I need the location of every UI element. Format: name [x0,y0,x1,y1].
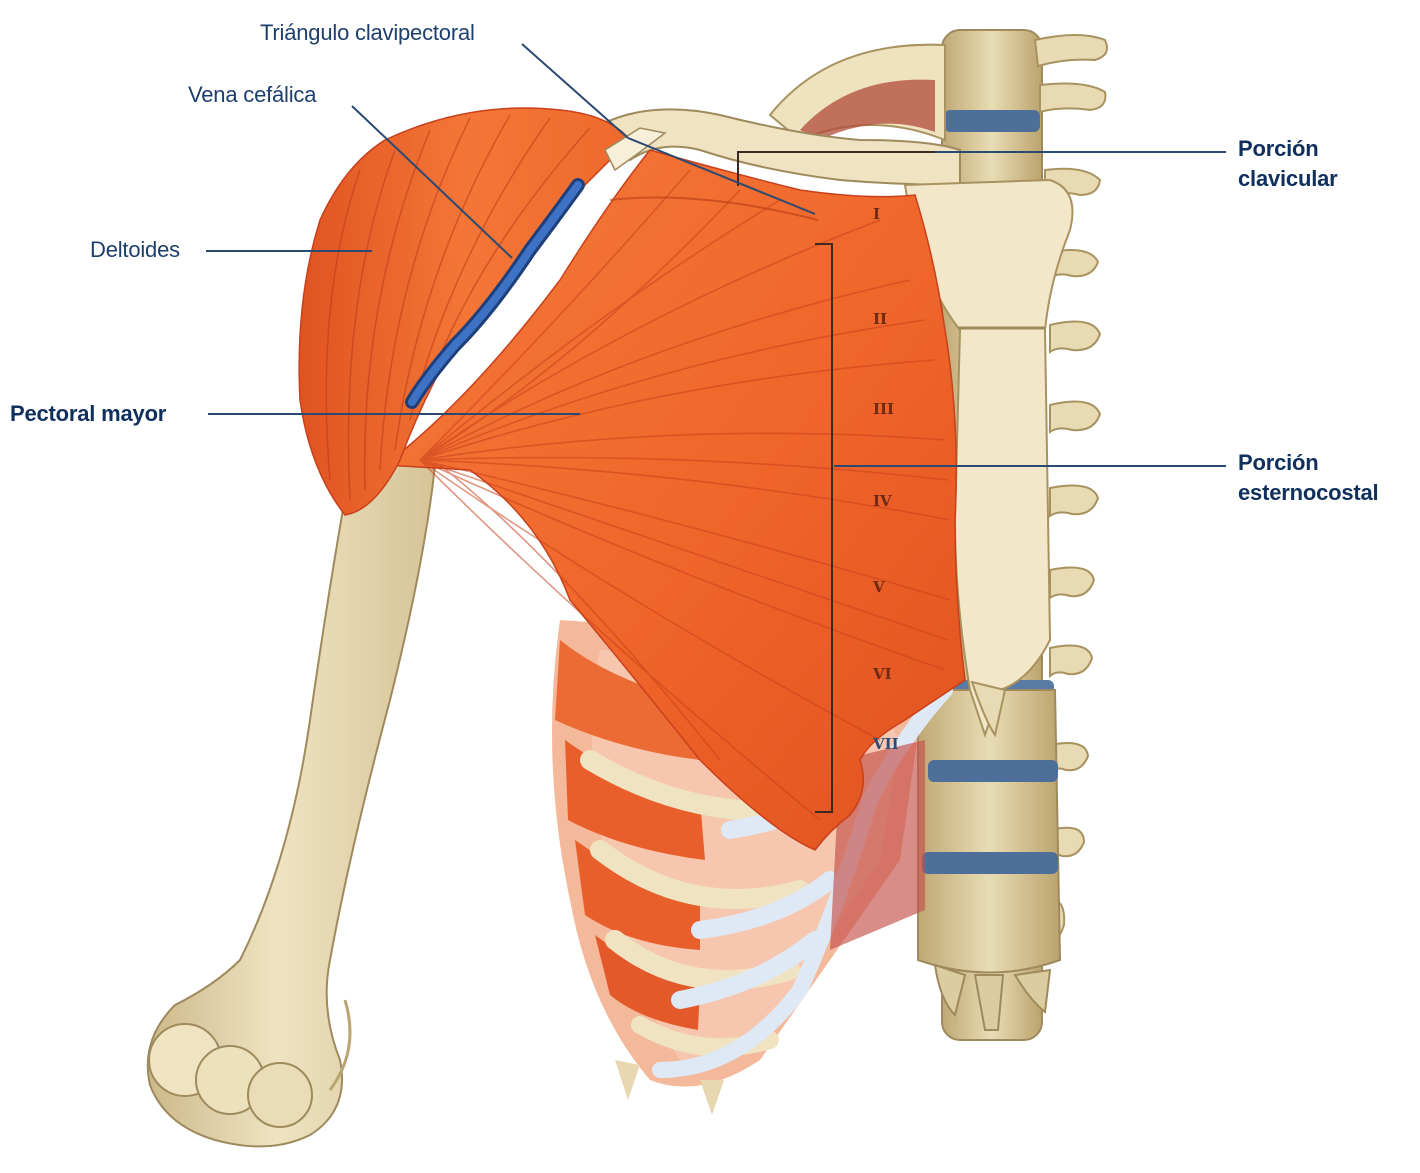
label-porcion-esternocostal: Porción esternocostal [1238,448,1379,508]
rib-numeral: II [873,310,888,328]
label-triangulo-clavipectoral: Triángulo clavipectoral [260,20,475,45]
label-porcion-clavicular: Porción clavicular [1238,134,1338,194]
clavipectoral-triangle [604,127,667,172]
sternum [903,178,1074,739]
rib-numeral: VII [873,735,899,753]
leader-lines [206,43,1226,467]
rib-numeral: III [873,400,895,418]
humerus [146,455,437,1148]
rib-numeral: IV [873,492,892,510]
label-deltoides: Deltoides [90,237,180,262]
sternocostal-bracket [815,243,833,813]
label-line: esternocostal [1238,480,1379,505]
clavicular-bracket [737,151,935,186]
rib-numeral: I [873,205,881,223]
label-line: Porción [1238,450,1319,475]
first-rib [768,43,946,142]
rib-numeral: V [873,578,885,596]
label-line: Porción [1238,136,1319,161]
clavicle [598,108,961,187]
label-vena-cefalica: Vena cefálica [188,82,317,107]
rib-numeral: VI [873,665,892,683]
pectoralis-major [382,149,966,851]
label-pectoral-mayor: Pectoral mayor [10,401,167,426]
label-line: clavicular [1238,166,1338,191]
